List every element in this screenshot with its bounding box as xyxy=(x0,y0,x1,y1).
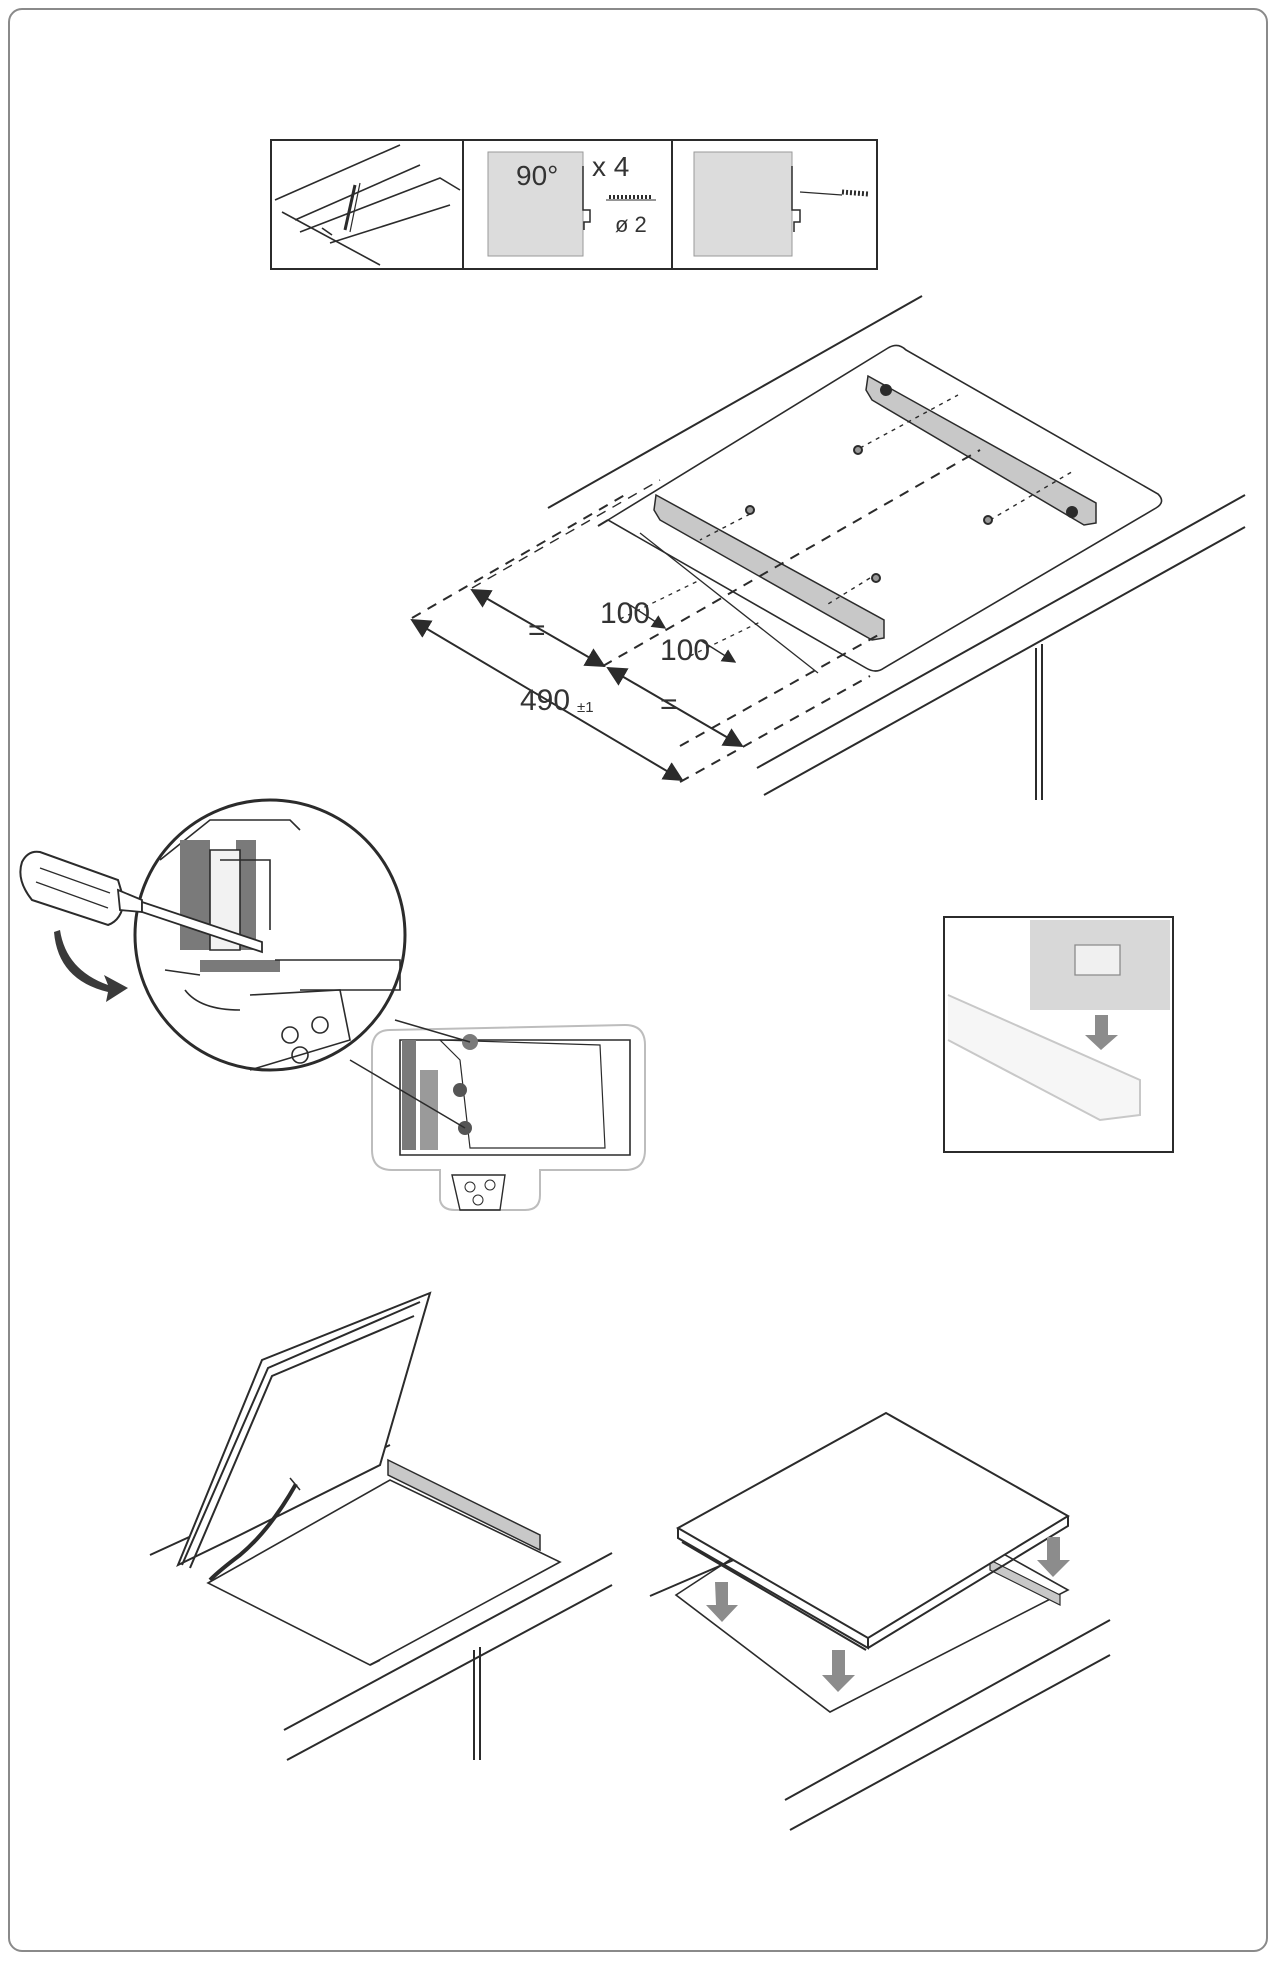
step-strip: 90° x 4 ø 2 xyxy=(270,139,878,270)
overall-width-label: 490 xyxy=(520,684,570,717)
equal-right-label: = xyxy=(660,688,678,721)
screwdriver-icon xyxy=(19,850,263,954)
down-arrows-icon xyxy=(706,1537,1070,1692)
clip-removal-detail xyxy=(19,798,646,1211)
screw-edge-sketch xyxy=(693,151,869,257)
clip-engage-inset xyxy=(943,916,1174,1153)
angle-label: 90° xyxy=(516,160,558,191)
hob-lowering-view xyxy=(649,1411,1111,1831)
hob-insertion-view xyxy=(149,1291,613,1761)
hob-plan-view xyxy=(349,1019,646,1211)
spacing-upper-label: 100 xyxy=(600,597,650,630)
page-frame xyxy=(8,8,1268,1952)
dimension-labels: 490 ±1 = = 100 100 xyxy=(520,597,710,721)
equal-left-label: = xyxy=(528,614,546,647)
tolerance-label: ±1 xyxy=(577,699,594,716)
rotate-arrow-icon xyxy=(54,930,128,1002)
edge-angle-sketch: 90° x 4 ø 2 xyxy=(487,151,656,257)
cutout-marking-sketch xyxy=(274,144,461,266)
drill-diameter-label: ø 2 xyxy=(615,212,647,237)
count-label: x 4 xyxy=(592,151,629,182)
spacing-lower-label: 100 xyxy=(660,634,710,667)
worktop-installation-view xyxy=(410,295,1246,800)
down-arrow-icon xyxy=(1085,1015,1118,1050)
